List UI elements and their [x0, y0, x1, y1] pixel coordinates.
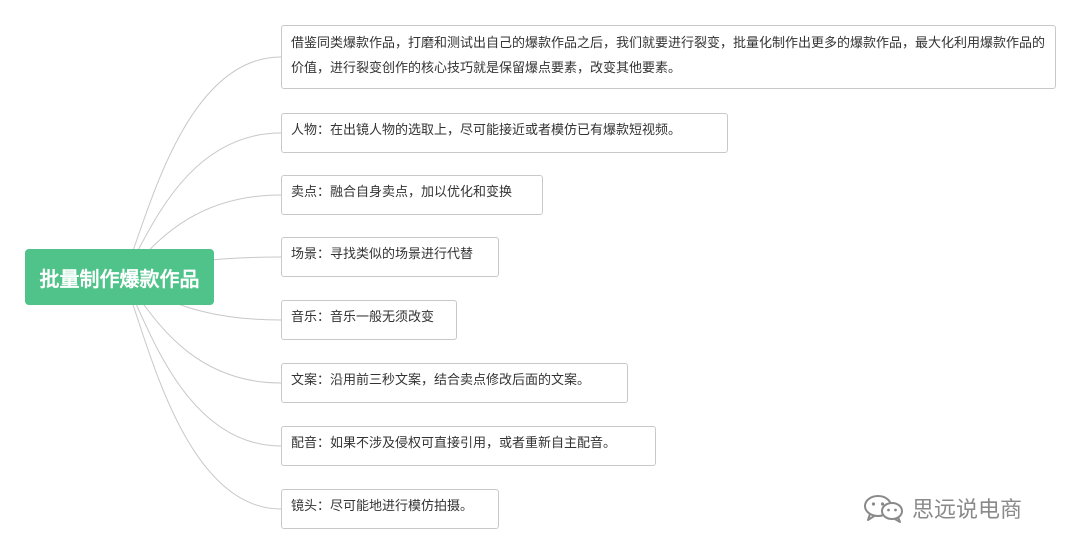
- root-node: 批量制作爆款作品: [25, 249, 214, 305]
- branch-node-camera: 镜头：尽可能地进行模仿拍摄。: [281, 489, 499, 529]
- branch-node-scene: 场景：寻找类似的场景进行代替: [281, 237, 499, 277]
- connector-camera: [121, 276, 282, 510]
- branch-node-intro: 借鉴同类爆款作品，打磨和测试出自己的爆款作品之后，我们就要进行裂变，批量化制作出…: [281, 25, 1056, 89]
- wechat-icon: [864, 495, 903, 523]
- branch-node-copywriting: 文案：沿用前三秒文案，结合卖点修改后面的文案。: [281, 363, 628, 403]
- branch-node-character: 人物：在出镜人物的选取上，尽可能接近或者模仿已有爆款短视频。: [281, 113, 728, 153]
- branch-node-voiceover: 配音：如果不涉及侵权可直接引用，或者重新自主配音。: [281, 426, 656, 466]
- connector-intro: [121, 56, 282, 278]
- branch-node-selling-point: 卖点：融合自身卖点，加以优化和变换: [281, 175, 543, 215]
- branch-node-music: 音乐：音乐一般无须改变: [281, 300, 457, 340]
- watermark-text: 思远说电商: [912, 498, 1023, 523]
- watermark: 思远说电商: [862, 490, 1022, 526]
